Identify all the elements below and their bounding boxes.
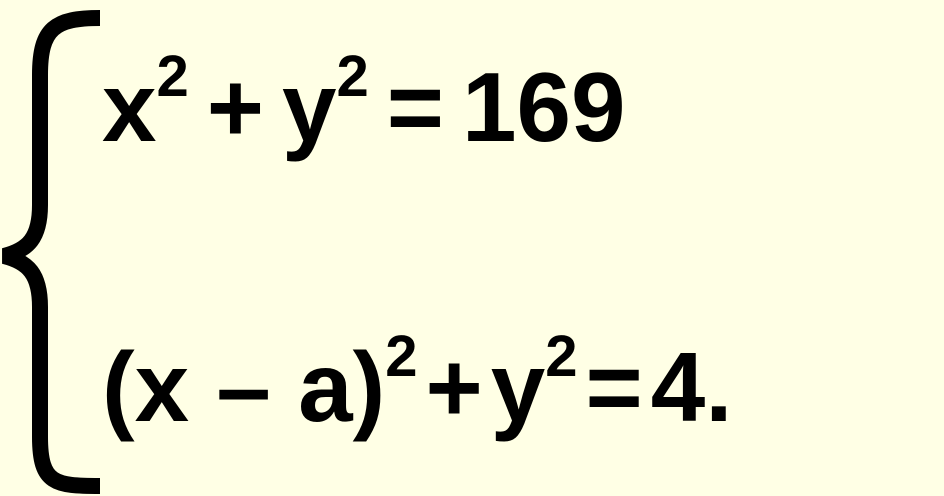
exponent-x: 2 (156, 44, 189, 109)
equation-2: (x – a)2+y2=4. (102, 328, 733, 442)
exponent-group: 2 (385, 324, 418, 389)
plus-operator: + (206, 52, 265, 162)
rhs-value: 4. (650, 332, 733, 442)
lhs-group: (x – a) (102, 332, 386, 442)
rhs-value: 169 (462, 52, 626, 162)
var-y: y (490, 332, 546, 442)
exponent-y: 2 (545, 324, 578, 389)
equals-operator: = (386, 52, 445, 162)
plus-operator: + (425, 332, 483, 442)
equation-1: x2+y2=169 (102, 48, 626, 162)
left-brace-icon (1, 10, 101, 494)
var-y: y (282, 52, 337, 162)
var-x: x (102, 52, 157, 162)
equals-operator: = (585, 332, 643, 442)
exponent-y: 2 (336, 44, 369, 109)
